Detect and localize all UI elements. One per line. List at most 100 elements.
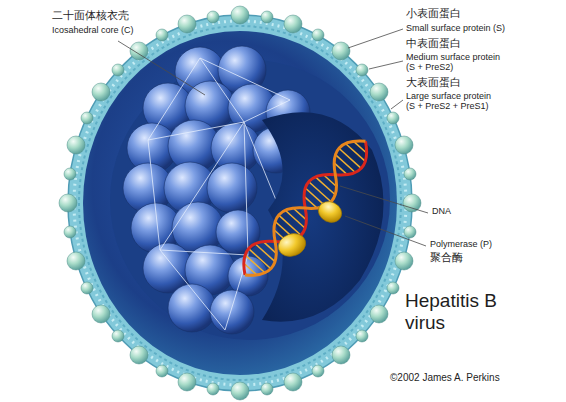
part-label: Polymerase (P) <box>430 240 492 250</box>
dna-helix <box>336 155 355 172</box>
surface-protein <box>92 305 110 323</box>
leader-line <box>369 61 403 69</box>
surface-protein <box>356 330 368 342</box>
icosahedral-core <box>148 122 244 250</box>
surface-protein <box>81 282 93 294</box>
chinese-label: 二十面体核衣壳 <box>52 10 129 22</box>
leader-line <box>391 100 403 109</box>
icosahedral-core <box>160 250 248 330</box>
chinese-label: 聚合酶 <box>430 252 463 264</box>
surface-protein <box>404 168 416 180</box>
part-label: Large surface protein <box>406 92 491 102</box>
chinese-label: 小表面蛋白 <box>406 8 461 20</box>
surface-protein <box>156 29 168 41</box>
part-label: (S + PreS2 + PreS1) <box>406 102 489 112</box>
diagram-title: Hepatitis B virus <box>405 290 525 334</box>
dna-helix <box>234 131 377 285</box>
surface-protein <box>92 83 110 101</box>
dna-helix <box>346 144 365 161</box>
surface-protein <box>178 373 196 391</box>
icosahedral-core <box>148 58 290 330</box>
dna-helix <box>264 242 276 253</box>
leader-line <box>340 186 428 213</box>
part-label: DNA <box>432 207 451 217</box>
surface-protein <box>231 6 249 24</box>
surface-protein <box>64 226 76 238</box>
dna-helix <box>306 188 325 205</box>
dna-helix <box>249 249 271 269</box>
surface-protein <box>403 194 421 212</box>
surface-protein <box>67 252 85 270</box>
dna-helix <box>279 215 301 235</box>
dna-helix <box>339 148 361 168</box>
surface-protein <box>112 330 124 342</box>
chinese-label: 中表面蛋白 <box>406 38 461 50</box>
icosahedral-core <box>244 122 248 255</box>
surface-protein <box>178 15 196 33</box>
viral-envelope <box>68 15 412 391</box>
surface-protein <box>332 346 350 364</box>
surface-protein <box>370 83 388 101</box>
surface-protein <box>387 112 399 124</box>
part-label: (S + PreS2) <box>406 63 453 73</box>
surface-protein <box>59 6 421 400</box>
icosahedral-core <box>168 284 216 332</box>
surface-protein <box>312 29 324 41</box>
surface-protein <box>59 194 77 212</box>
surface-protein <box>312 365 324 377</box>
leader-line <box>345 216 426 246</box>
surface-protein <box>64 168 76 180</box>
surface-protein <box>261 383 273 395</box>
dna-helix <box>324 175 336 186</box>
polymerase <box>315 198 345 226</box>
surface-protein <box>156 365 168 377</box>
dna-helix <box>309 182 331 202</box>
part-label: Medium surface protein <box>406 53 500 63</box>
dna-helix <box>286 211 305 228</box>
dna-helix <box>245 255 264 272</box>
surface-protein <box>67 136 85 154</box>
surface-protein <box>112 64 124 76</box>
surface-protein <box>207 11 219 23</box>
surface-protein <box>130 42 148 60</box>
dna-helix <box>255 244 274 261</box>
polymerase <box>275 198 345 260</box>
surface-protein <box>81 112 93 124</box>
part-label: Small surface protein (S) <box>406 24 505 34</box>
viral-envelope <box>83 31 397 375</box>
surface-protein <box>284 373 302 391</box>
icosahedral-core <box>210 290 254 334</box>
viral-envelope <box>79 26 401 380</box>
surface-protein <box>395 136 413 154</box>
viral-envelope <box>68 15 412 391</box>
copyright-caption: ©2002 James A. Perkins <box>390 372 500 383</box>
dna-helix <box>335 163 347 174</box>
leader-line <box>118 29 428 246</box>
surface-protein <box>207 383 219 395</box>
surface-protein <box>231 382 249 400</box>
dna-helix <box>305 197 317 208</box>
surface-protein <box>130 346 148 364</box>
dna-helix <box>294 209 306 220</box>
dna-helix <box>234 131 377 285</box>
dna-helix <box>244 264 256 275</box>
leader-line <box>118 41 205 95</box>
surface-protein <box>370 305 388 323</box>
leader-line <box>348 29 403 48</box>
surface-protein <box>395 252 413 270</box>
surface-protein <box>387 282 399 294</box>
dna-helix <box>354 142 366 153</box>
part-label: Icosahedral core (C) <box>52 26 134 36</box>
dna-helix <box>234 131 377 285</box>
icosahedral-core <box>216 210 260 254</box>
surface-protein <box>356 64 368 76</box>
polymerase <box>275 230 309 260</box>
chinese-label: 大表面蛋白 <box>406 77 461 89</box>
icosahedral-core <box>207 163 257 213</box>
icosahedral-core <box>110 60 390 340</box>
surface-protein <box>261 11 273 23</box>
surface-protein <box>284 15 302 33</box>
viral-envelope <box>74 21 406 385</box>
surface-protein <box>332 42 350 60</box>
